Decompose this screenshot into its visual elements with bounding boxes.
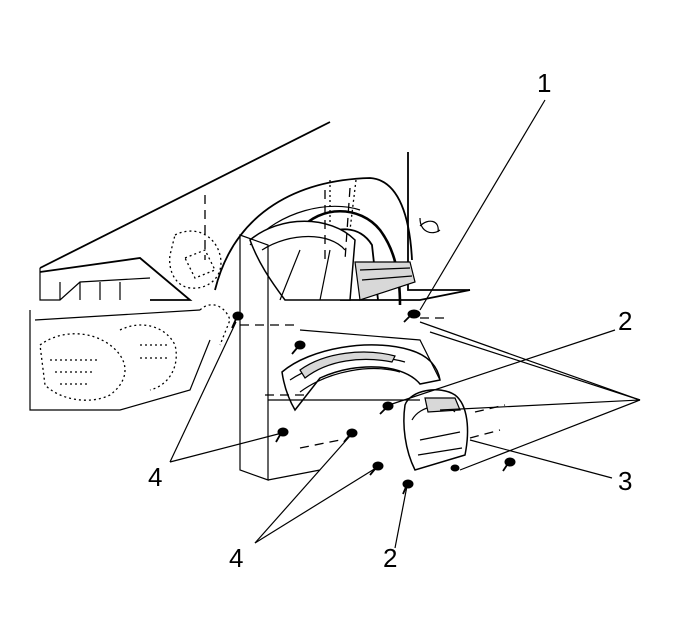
vehicle-body-outline (29, 121, 471, 411)
fastener-icon (291, 340, 306, 355)
callout-leaders (169, 99, 616, 549)
fastener-icon (369, 461, 384, 476)
fasteners (231, 309, 516, 495)
callout-1: 1 (537, 68, 552, 98)
rear-liner-upper (249, 220, 356, 301)
callout-4-lower: 4 (229, 543, 244, 573)
fastener-icon (450, 464, 460, 472)
fastener-icon (231, 311, 244, 329)
callout-4-upper: 4 (148, 462, 163, 492)
callout-2-lower: 2 (383, 543, 398, 573)
callout-3: 3 (618, 466, 633, 496)
hidden-bumper-components (39, 179, 357, 401)
splash-shield-liner (403, 389, 469, 471)
fastener-icon (403, 309, 421, 323)
fastener-icon (502, 457, 516, 472)
fastener-icon (402, 479, 414, 495)
fastener-icon (379, 401, 394, 415)
exploded-boundaries (239, 234, 641, 481)
fastener-icon (275, 427, 289, 443)
alignment-lines (204, 187, 506, 449)
front-fender-liner (281, 344, 441, 412)
callout-2-upper: 2 (618, 306, 633, 336)
